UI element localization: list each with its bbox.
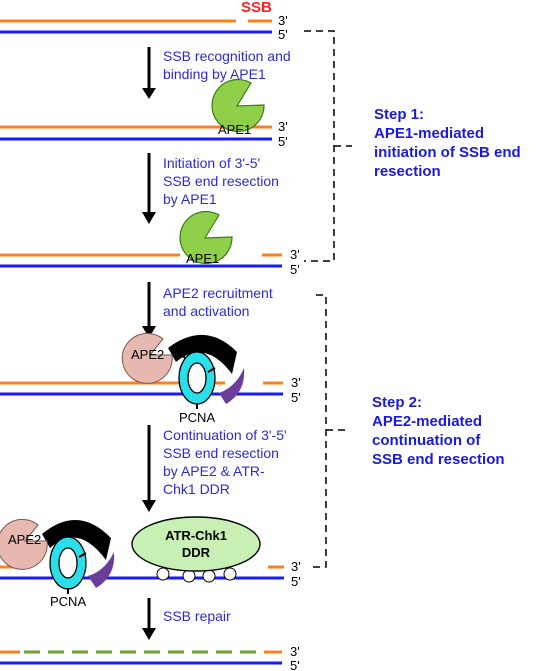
pcna-label: PCNA <box>50 594 86 609</box>
step-2-bracket <box>310 294 327 568</box>
five-prime-label: 5' <box>290 262 300 277</box>
transition-5-text: SSB repair <box>163 608 231 624</box>
atr-chk1-label: ATR-Chk1 <box>165 528 227 543</box>
pcna-joint <box>207 367 216 373</box>
ape2-protein <box>121 332 173 384</box>
transition-4-text: Continuation of 3'-5' SSB end resection … <box>163 427 291 497</box>
five-prime-label: 5' <box>290 658 300 671</box>
dna-state-3: APE1 3' 5' <box>0 210 300 277</box>
ape1-label: APE1 <box>186 251 219 266</box>
ape2-protein <box>0 518 48 570</box>
transition-2-text: Initiation of 3'-5' SSB end resection by… <box>163 155 283 207</box>
transition-3-text: APE2 recruitment and activation <box>163 285 277 319</box>
three-prime-label: 3' <box>291 375 301 390</box>
purple-crescent <box>88 552 115 588</box>
ddr-foot <box>182 569 196 583</box>
atr-chk1-ddr-complex <box>131 516 261 572</box>
three-prime-label: 3' <box>290 247 300 262</box>
dna-state-2: APE1 3' 5' <box>0 78 288 149</box>
ape1-protein <box>179 210 233 265</box>
clamp-loader <box>168 334 237 374</box>
ape1-protein <box>211 78 265 133</box>
transition-1-text: SSB recognition and binding by APE1 <box>163 48 295 82</box>
three-prime-label: 3' <box>291 559 301 574</box>
three-prime-label: 3' <box>278 13 288 28</box>
ddr-foot <box>156 567 170 581</box>
five-prime-label: 5' <box>291 574 301 589</box>
down-arrow-head <box>142 500 156 512</box>
ssb-label: SSB <box>241 0 272 16</box>
dna-state-6: 3' 5' <box>0 644 300 671</box>
pcna-ring-hole <box>58 547 78 579</box>
down-arrow-head <box>142 628 156 640</box>
clamp-loader <box>42 519 111 560</box>
pcna-joint <box>49 536 57 544</box>
step-1-label: Step 1: APE1-mediated initiation of SSB … <box>374 106 525 180</box>
pcna-joint <box>178 351 186 359</box>
pcna-joint <box>78 552 87 558</box>
step-1-bracket <box>304 30 335 262</box>
ddr-foot <box>202 569 216 583</box>
step-2-label: Step 2: APE2-mediated continuation of SS… <box>372 394 505 468</box>
down-arrow-head <box>142 326 156 338</box>
ape2-label: APE2 <box>8 532 41 547</box>
down-arrow-head <box>142 212 156 224</box>
ape2-label: APE2 <box>131 347 164 362</box>
five-prime-label: 5' <box>291 390 301 405</box>
dna-state-1: SSB 3' 5' <box>0 0 288 42</box>
five-prime-label: 5' <box>278 134 288 149</box>
dna-state-5: ATR-Chk1 DDR APE2 PCNA 3' 5' <box>0 516 301 609</box>
down-arrow-head <box>142 88 156 99</box>
three-prime-label: 3' <box>290 644 300 659</box>
five-prime-label: 5' <box>278 27 288 42</box>
ape1-label: APE1 <box>218 122 251 137</box>
dna-state-4: APE2 PCNA 3' 5' <box>0 332 301 425</box>
three-prime-label: 3' <box>278 119 288 134</box>
ddr-foot <box>223 567 237 581</box>
pcna-ring-hole <box>187 362 207 394</box>
pcna-label: PCNA <box>179 410 215 425</box>
ddr-label: DDR <box>182 545 211 560</box>
purple-crescent <box>219 368 245 404</box>
